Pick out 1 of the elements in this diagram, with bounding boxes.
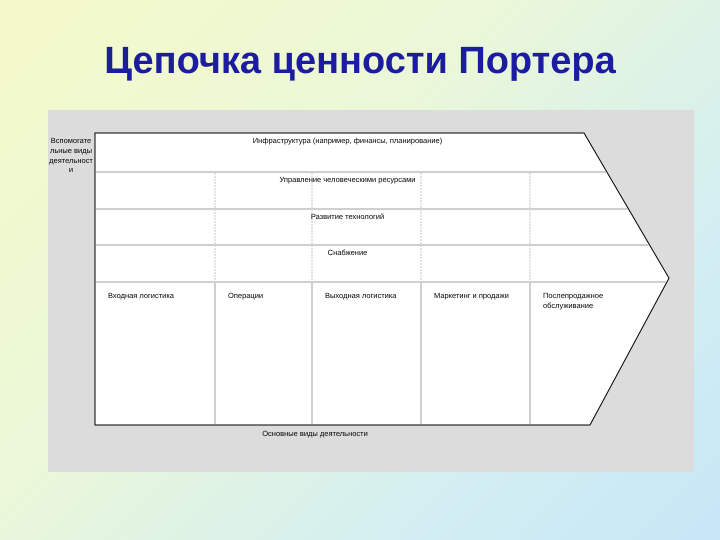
slide-title: Цепочка ценности Портера <box>103 40 617 83</box>
